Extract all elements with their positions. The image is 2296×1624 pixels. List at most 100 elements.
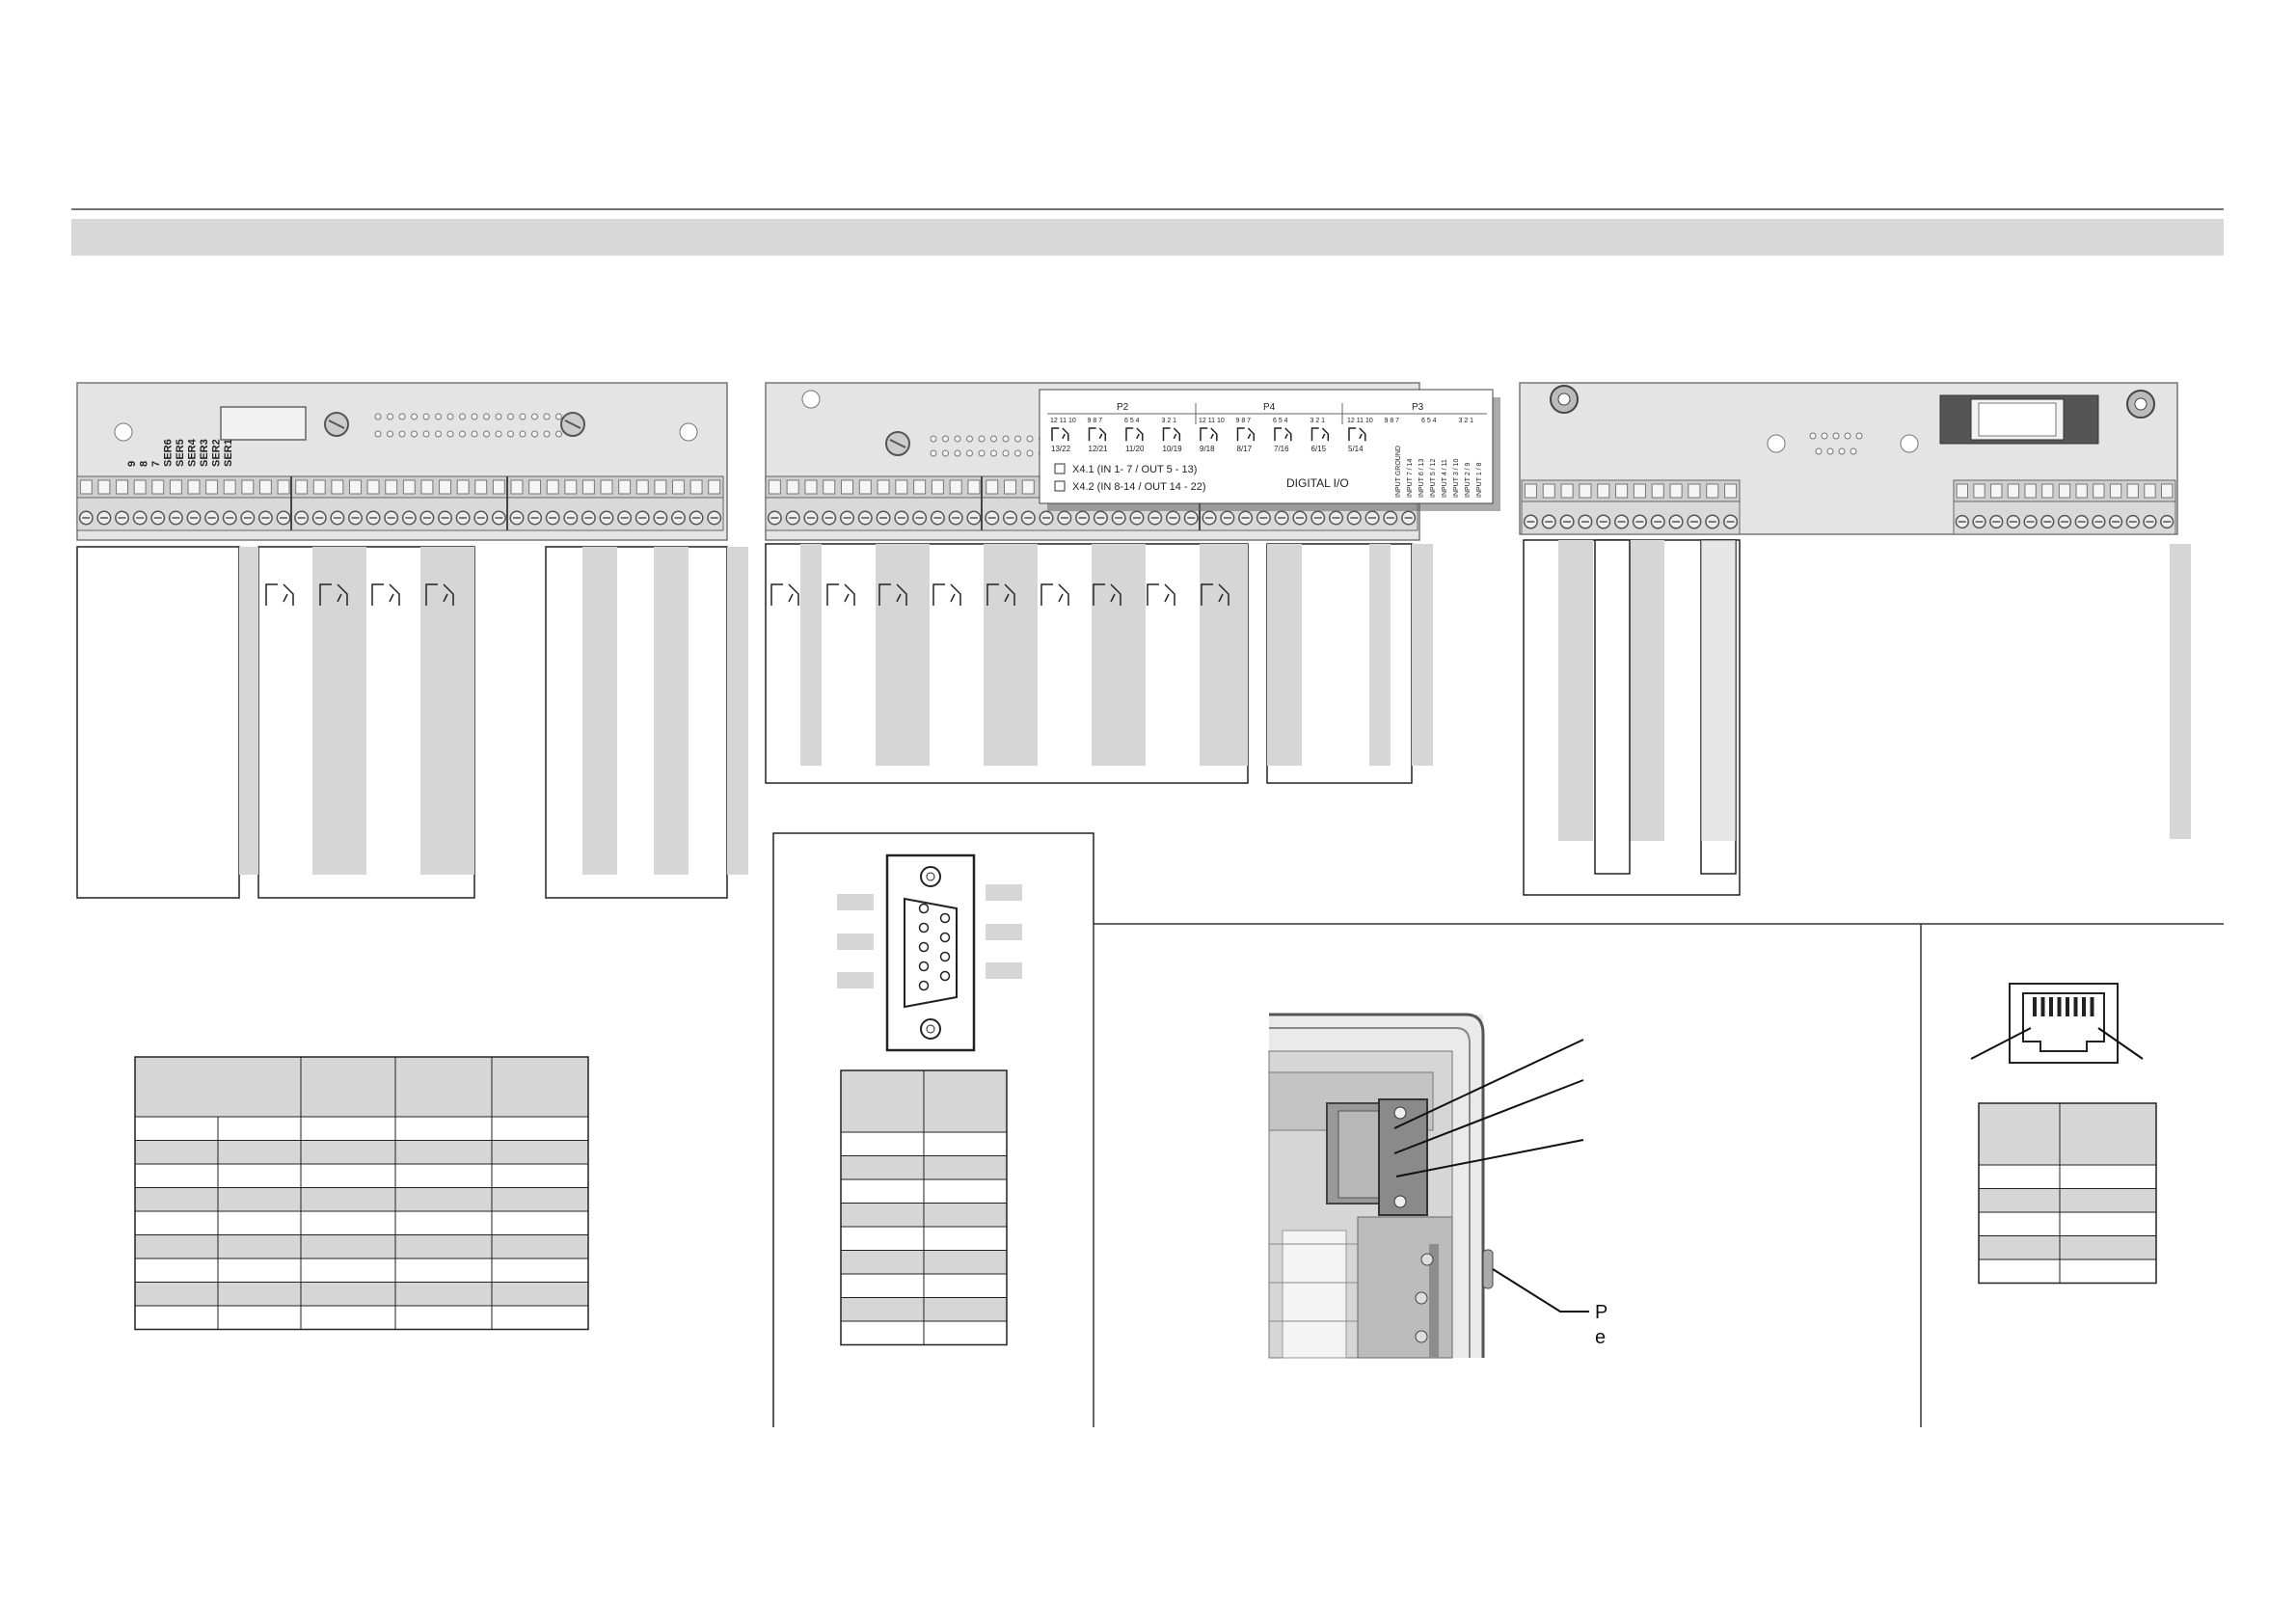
p4-label: P4 <box>1263 402 1276 413</box>
terminal-number-label: 3 2 1 <box>1162 418 1177 424</box>
terminal-clamp <box>420 479 434 495</box>
board1-channel-columns <box>76 546 748 899</box>
terminal-clamp <box>564 479 578 495</box>
led-dot <box>942 449 949 457</box>
p2-label: P2 <box>1117 402 1129 413</box>
output-number-label: 13/22 <box>1051 445 1071 453</box>
terminal-clamp <box>295 479 309 495</box>
ser-label: SER5 <box>175 439 186 467</box>
input-label: INPUT 3 / 10 <box>1453 459 1460 498</box>
led-dot <box>483 430 490 438</box>
led-dot <box>555 413 562 420</box>
relay-contact-symbol <box>1093 583 1121 606</box>
led-dot <box>411 413 418 420</box>
photo-callout-line2: e <box>1595 1327 1606 1348</box>
terminal-clamp <box>492 479 505 495</box>
table-row <box>135 1117 588 1141</box>
led-dot <box>1014 435 1021 443</box>
terminal-clamp <box>840 479 854 495</box>
led-dot <box>1002 449 1010 457</box>
terminal-board-3 <box>1519 382 2178 535</box>
section-header-band <box>71 219 2224 256</box>
relay-contact-symbol <box>319 583 348 606</box>
relay-contact-symbol <box>986 583 1015 606</box>
input-label: INPUT 1 / 8 <box>1476 462 1483 498</box>
terminal-number-label: 3 2 1 <box>1459 418 1474 424</box>
led-dot <box>459 413 466 420</box>
led-dot <box>446 413 454 420</box>
ser-label: SER1 <box>223 439 234 467</box>
table-row <box>135 1140 588 1164</box>
led-dot <box>435 413 442 420</box>
output-number-label: 8/17 <box>1237 445 1253 453</box>
db9-connector-panel <box>772 832 1094 1427</box>
db9-pin <box>939 912 951 924</box>
digital-io-title: DIGITAL I/O <box>1286 476 1349 490</box>
terminal-clamp <box>2058 483 2071 499</box>
terminal-clamp <box>187 479 201 495</box>
terminal-clamp <box>931 479 944 495</box>
terminal-clamp <box>241 479 255 495</box>
table-row <box>1979 1212 2156 1236</box>
terminal-clamp <box>672 479 685 495</box>
output-number-label: 11/20 <box>1125 445 1145 453</box>
terminal-number-label: 12 11 10 <box>1050 418 1076 424</box>
terminal-clamp <box>1956 483 1969 499</box>
terminal-number-label: 9 8 7 <box>1236 418 1252 424</box>
terminal-clamp <box>858 479 872 495</box>
table-row <box>1979 1188 2156 1212</box>
relay-contact-symbol <box>1088 427 1107 442</box>
terminal-clamp <box>967 479 981 495</box>
table-row <box>1979 1235 2156 1259</box>
led-dot <box>495 430 502 438</box>
terminal-clamp <box>1524 483 1537 499</box>
terminal-clamp <box>1706 483 1719 499</box>
terminal-clamp <box>1021 479 1035 495</box>
output-number-label: 12/21 <box>1089 445 1109 453</box>
terminal-clamp <box>205 479 219 495</box>
terminal-clamp <box>877 479 890 495</box>
db9-pin <box>939 932 951 943</box>
photo-callout-line1: P <box>1595 1302 1607 1323</box>
led-dot <box>1815 447 1823 455</box>
db9-pin <box>918 922 930 934</box>
terminal-clamp <box>474 479 488 495</box>
terminal-block <box>76 497 724 531</box>
db9-pin <box>918 980 930 991</box>
checkbox-x42-label: X4.2 (IN 8-14 / OUT 14 - 22) <box>1072 481 1206 493</box>
terminal-clamp <box>823 479 836 495</box>
led-dot <box>507 430 514 438</box>
terminal-clamp <box>2041 483 2054 499</box>
table-row <box>135 1211 588 1235</box>
led-dot <box>459 430 466 438</box>
led-dot <box>1026 435 1034 443</box>
terminal-pinout-table <box>134 1056 589 1331</box>
led-dot <box>374 413 382 420</box>
led-dot <box>398 413 406 420</box>
p3-label: P3 <box>1412 402 1424 413</box>
terminal-clamp <box>277 479 290 495</box>
terminal-clamp <box>1633 483 1646 499</box>
terminal-clamp <box>456 479 470 495</box>
ser-label: SER4 <box>187 438 199 467</box>
relay-contact-symbol <box>265 583 294 606</box>
table-row <box>135 1282 588 1306</box>
terminal-clamp <box>895 479 908 495</box>
terminal-clamp <box>133 479 147 495</box>
relay-contact-symbol <box>1310 427 1330 442</box>
relay-contact-symbol <box>826 583 855 606</box>
terminal-clamp <box>151 479 165 495</box>
led-dot <box>446 430 454 438</box>
terminal-clamp <box>2075 483 2088 499</box>
input-label: INPUT 6 / 13 <box>1418 459 1425 498</box>
terminal-clamp <box>2007 483 2020 499</box>
output-number-label: 7/16 <box>1274 445 1289 453</box>
db9-pin <box>918 903 930 914</box>
terminal-clamp <box>1688 483 1701 499</box>
pin-label-swatch <box>837 894 874 910</box>
terminal-clamp <box>635 479 649 495</box>
led-dot <box>954 435 961 443</box>
terminal-clamp <box>223 479 236 495</box>
output-number-label: 6/15 <box>1311 445 1327 453</box>
